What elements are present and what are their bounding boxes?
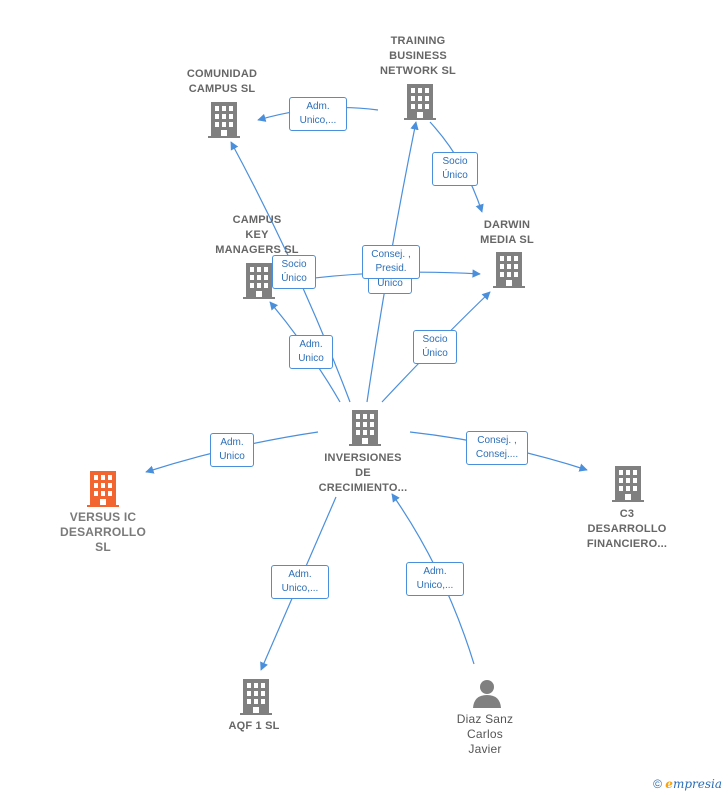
edge-label-inv-aqf[interactable]: Adm. Unico,...: [271, 565, 329, 599]
brand-name: mpresia: [672, 777, 722, 791]
building-icon[interactable]: [240, 679, 272, 715]
node-label-c3-desarrollo-financiero[interactable]: C3 DESARROLLO FINANCIERO...: [586, 508, 668, 550]
person-icon[interactable]: [472, 678, 502, 708]
node-label-campus-key-managers[interactable]: CAMPUS KEY MANAGERS SL: [215, 214, 299, 256]
edge-label-inv-darwin-consej[interactable]: Consej. , Presid.: [362, 245, 420, 279]
brand-e: e: [665, 777, 673, 791]
copyright-icon: ©: [653, 777, 662, 791]
node-label-diaz-sanz-carlos-javier[interactable]: Diaz Sanz Carlos Javier: [456, 712, 514, 756]
node-label-versus-ic-desarrollo[interactable]: VERSUS IC DESARROLLO SL: [60, 510, 146, 554]
edge-label-diaz-inv[interactable]: Adm. Unico,...: [406, 562, 464, 596]
edge-label-campuskey-socio[interactable]: Socio Único: [272, 255, 316, 289]
edge-label-inv-c3[interactable]: Consej. , Consej....: [466, 431, 528, 465]
building-icon[interactable]: [208, 102, 240, 138]
building-icon[interactable]: [349, 410, 381, 446]
building-icon[interactable]: [493, 252, 525, 288]
building-icon[interactable]: [612, 466, 644, 502]
edge-label-training-comunidad[interactable]: Adm. Unico,...: [289, 97, 347, 131]
node-label-training-business-network[interactable]: TRAINING BUSINESS NETWORK SL: [380, 35, 456, 77]
node-label-aqf-1[interactable]: AQF 1 SL: [228, 720, 280, 732]
building-icon[interactable]: [404, 84, 436, 120]
empresia-brand: © empresia: [653, 777, 722, 791]
edge-label-inv-darwin-socio[interactable]: Socio Único: [413, 330, 457, 364]
edge-label-inv-versus[interactable]: Adm. Unico: [210, 433, 254, 467]
building-icon[interactable]: [243, 263, 275, 299]
building-icon[interactable]: [87, 471, 119, 507]
edge-label-inv-campuskey[interactable]: Adm. Unico: [289, 335, 333, 369]
node-label-inversiones-crecimiento[interactable]: INVERSIONES DE CRECIMIENTO...: [318, 452, 408, 494]
edge-label-training-darwin[interactable]: Socio Único: [432, 152, 478, 186]
node-label-darwin-media[interactable]: DARWIN MEDIA SL: [480, 219, 534, 246]
node-label-comunidad-campus[interactable]: COMUNIDAD CAMPUS SL: [186, 68, 258, 95]
